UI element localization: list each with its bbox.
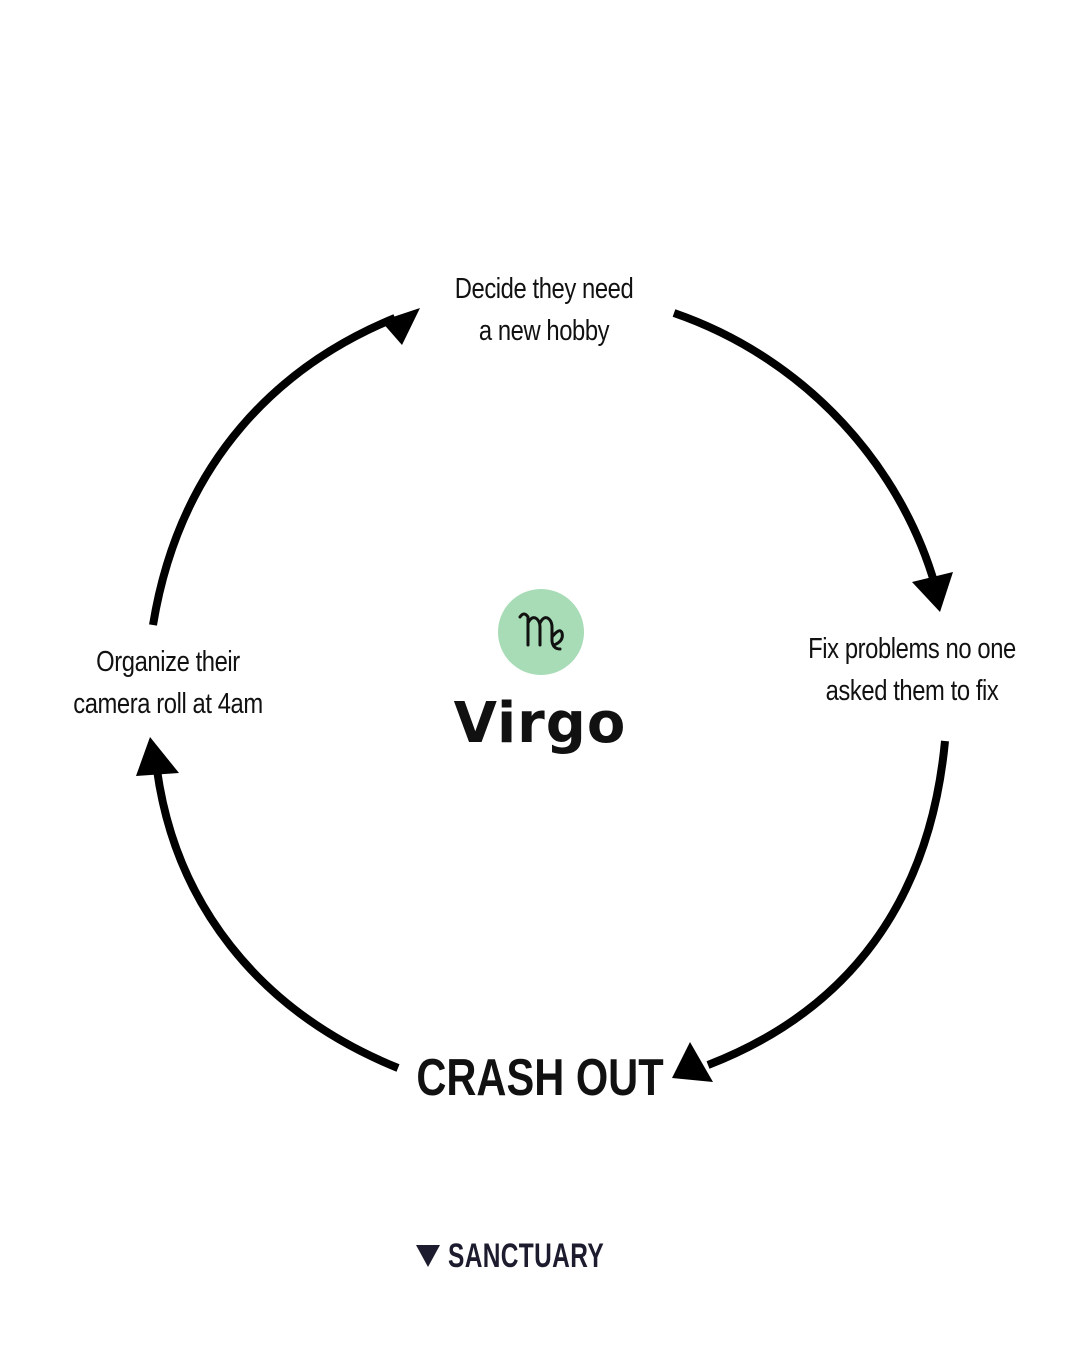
brand-name: SANCTUARY (447, 1236, 604, 1275)
cycle-step-top-line-2: a new hobby (478, 315, 610, 347)
arrowhead-left-to-top (381, 308, 420, 345)
arrow-right-to-bottom (706, 740, 949, 1069)
arrowhead-top-to-right (912, 572, 953, 612)
sign-title: Virgo (453, 691, 627, 756)
brand-triangle-icon (415, 1245, 440, 1267)
cycle-step-left-line-1: Organize their (96, 646, 240, 678)
arrowhead-bottom-to-left (136, 737, 179, 776)
arrow-left-to-top (149, 314, 397, 626)
brand-footer: SANCTUARY (380, 1232, 700, 1280)
cycle-step-right: Fix problems no one asked them to fix (748, 628, 1076, 712)
virgo-sign-badge (498, 589, 584, 675)
cycle-step-left: Organize their camera roll at 4am (30, 641, 306, 725)
arrow-bottom-to-left (153, 769, 400, 1072)
cycle-step-top: Decide they need a new hobby (380, 268, 708, 352)
arrow-top-to-right (672, 309, 939, 587)
cycle-step-bottom: CRASH OUT (380, 1046, 700, 1110)
virgo-glyph-icon (518, 612, 564, 651)
cycle-step-right-line-1: Fix problems no one (808, 633, 1016, 665)
arrowhead-right-to-bottom (672, 1042, 713, 1082)
cycle-step-bottom-line-1: CRASH OUT (416, 1049, 664, 1107)
cycle-step-left-line-2: camera roll at 4am (73, 688, 263, 720)
cycle-step-top-line-1: Decide they need (454, 273, 634, 305)
cycle-step-right-line-2: asked them to fix (825, 675, 999, 707)
